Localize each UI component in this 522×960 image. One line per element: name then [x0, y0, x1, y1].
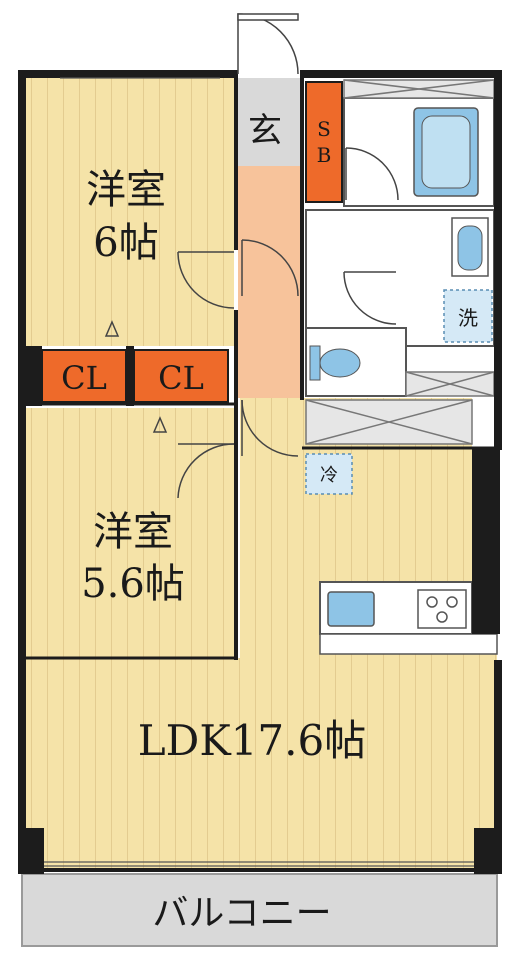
- fridge-spot: 冷: [305, 453, 353, 495]
- closet-2: CL: [133, 349, 229, 403]
- bedroom-1: 洋室 6帖: [22, 78, 234, 346]
- fridge-label: 冷: [320, 465, 338, 486]
- closet-1: CL: [41, 349, 127, 403]
- shoe-box-label-top: S: [317, 117, 331, 141]
- doors: [104, 13, 399, 499]
- wall-blocks: [18, 346, 502, 874]
- ldk-label: LDK17.6帖: [138, 716, 366, 765]
- bathroom: [343, 97, 495, 207]
- washroom: 洗: [305, 209, 495, 347]
- hallway: [238, 166, 300, 398]
- closet-2-label: CL: [158, 359, 204, 397]
- storage-racks: [305, 79, 495, 445]
- balcony-label: バルコニー: [152, 893, 331, 934]
- bedroom-2-name: 洋室: [93, 509, 173, 555]
- toilet: [305, 327, 407, 397]
- bedroom-1-size: 6帖: [93, 220, 158, 266]
- bedroom-1-name: 洋室: [86, 167, 166, 213]
- windows: [44, 77, 474, 867]
- bedroom-2: 洋室 5.6帖: [22, 408, 234, 658]
- kitchen-counter: [319, 581, 498, 655]
- shoe-box-label-bottom: B: [317, 143, 332, 167]
- washer-label: 洗: [458, 306, 478, 330]
- entrance: 玄: [238, 78, 300, 166]
- balcony: バルコニー: [21, 873, 498, 947]
- closet-1-label: CL: [61, 359, 107, 397]
- bedroom-2-size: 5.6帖: [81, 561, 185, 607]
- entrance-label: 玄: [248, 111, 282, 151]
- walls: [18, 70, 502, 872]
- shoe-box: S B: [305, 81, 343, 203]
